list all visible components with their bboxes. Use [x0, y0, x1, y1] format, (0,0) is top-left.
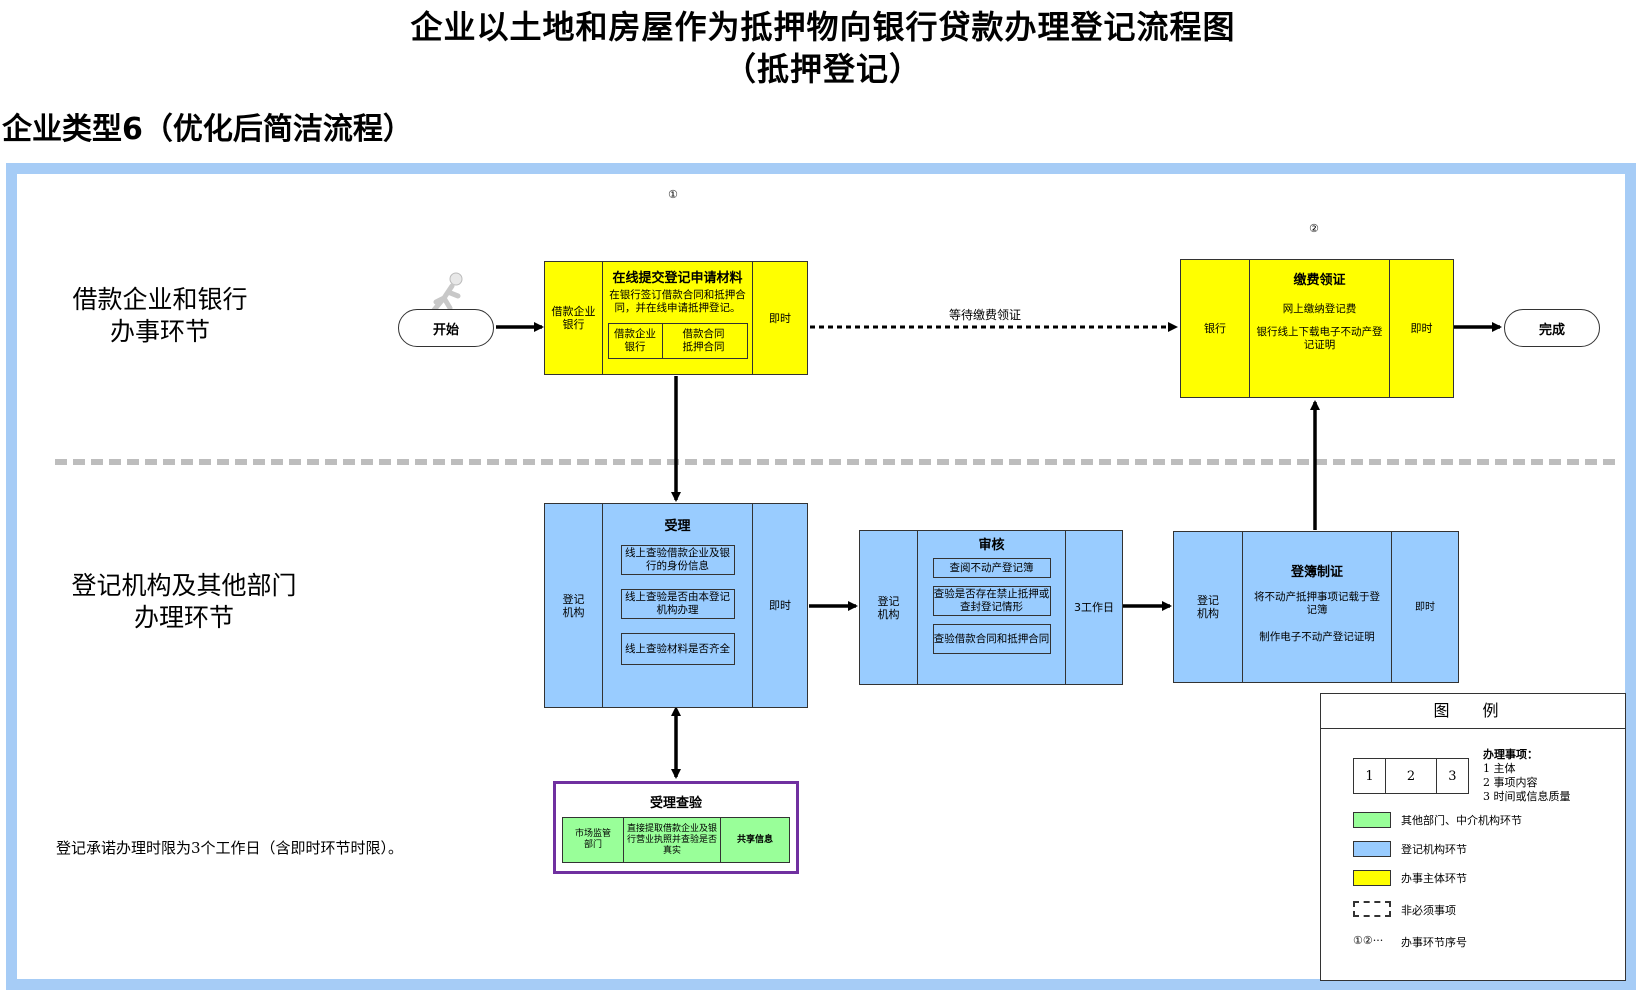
- step-accept-check: 受理查验 市场监管部门 直接提取借款企业及银行营业执照并查验是否真实 共享信息: [553, 781, 799, 874]
- accept-time: 即时: [769, 599, 791, 612]
- step1-heading: 在线提交登记申请材料: [612, 271, 743, 286]
- section-title: 企业类型6（优化后简洁流程）: [2, 112, 413, 147]
- lane-divider: [55, 459, 1615, 465]
- legend-items-heading: 办理事项：: [1483, 748, 1538, 761]
- legend-swatch-dashed: [1353, 901, 1391, 917]
- legend-cell-2: 2: [1386, 759, 1437, 793]
- step1-subject: 借款企业银行: [545, 262, 603, 374]
- review-item-prohibition: 查验是否存在禁止抵押或查封登记情形: [932, 586, 1051, 616]
- check-share-info: 共享信息: [736, 834, 773, 845]
- legend-label-dashed: 非必须事项: [1401, 904, 1456, 917]
- legend-label-blue: 登记机构环节: [1401, 843, 1467, 856]
- step1-text: 在银行签订借款合同和抵押合同，并在线申请抵押登记。: [609, 289, 746, 314]
- time-limit-note: 登记承诺办理时限为3个工作日（含即时环节时限）。: [56, 839, 404, 857]
- runner-icon: [431, 272, 463, 312]
- step-marker-1: ①: [668, 188, 678, 201]
- legend-swatch-yellow: [1353, 870, 1391, 886]
- page-title: 企业以土地和房屋作为抵押物向银行贷款办理登记流程图: [410, 8, 1236, 46]
- end-node: 完成: [1504, 309, 1600, 347]
- review-subject: 登记机构: [860, 531, 918, 684]
- register-content: 登簿制证 将不动产抵押事项记载于登记簿 制作电子不动产登记证明: [1243, 532, 1392, 682]
- check-heading: 受理查验: [649, 796, 702, 811]
- register-heading: 登簿制证: [1290, 565, 1343, 580]
- step1-inner-table: 借款企业银行 借款合同抵押合同: [607, 323, 748, 359]
- step1-inner-contracts: 借款合同抵押合同: [682, 328, 725, 353]
- review-time: 3工作日: [1074, 601, 1114, 614]
- review-content: 审核 查阅不动产登记簿 查验是否存在禁止抵押或查封登记情形 查验借款合同和抵押合…: [918, 531, 1066, 684]
- accept-item-materials: 线上查验材料是否齐全: [620, 633, 735, 665]
- accept-subject: 登记机构: [545, 504, 603, 707]
- pay-heading: 缴费领证: [1293, 273, 1346, 288]
- step1-inner-parties: 借款企业银行: [609, 324, 663, 358]
- legend-label-yellow: 办事主体环节: [1401, 872, 1467, 885]
- review-item-register-book: 查阅不动产登记簿: [932, 558, 1051, 578]
- pay-time: 即时: [1410, 322, 1433, 335]
- accept-heading: 受理: [664, 519, 691, 534]
- step-pay-certificate: 银行 缴费领证 网上缴纳登记费 银行线上下载电子不动产登记证明 即时: [1180, 259, 1454, 398]
- pay-line2: 银行线上下载电子不动产登记证明: [1256, 326, 1383, 351]
- wait-label: 等待缴费领证: [948, 308, 1021, 322]
- step-marker-2: ②: [1309, 222, 1319, 235]
- accept-item-identity: 线上查验借款企业及银行的身份信息: [620, 545, 735, 575]
- step-accept: 登记机构 受理 线上查验借款企业及银行的身份信息 线上查验是否由本登记机构办理 …: [544, 503, 808, 708]
- step-register: 登记机构 登簿制证 将不动产抵押事项记载于登记簿 制作电子不动产登记证明 即时: [1173, 531, 1459, 683]
- lane-label-registry: 登记机构及其他部门办理环节: [71, 571, 297, 632]
- register-subject: 登记机构: [1174, 532, 1243, 682]
- legend-title: 图 例: [1321, 694, 1625, 729]
- accept-content: 受理 线上查验借款企业及银行的身份信息 线上查验是否由本登记机构办理 线上查验材…: [603, 504, 753, 707]
- step1-content: 在线提交登记申请材料 在银行签订借款合同和抵押合同，并在线申请抵押登记。 借款企…: [603, 262, 753, 374]
- legend-item-time: 3 时间或信息质量: [1483, 790, 1571, 803]
- register-line1: 将不动产抵押事项记载于登记簿: [1254, 591, 1380, 616]
- legend-cell-1: 1: [1354, 759, 1387, 793]
- legend-item-content: 2 事项内容: [1483, 776, 1538, 789]
- legend-label-circles: 办事环节序号: [1401, 936, 1467, 949]
- step-review: 登记机构 审核 查阅不动产登记簿 查验是否存在禁止抵押或查封登记情形 查验借款合…: [859, 530, 1123, 685]
- lane-label-applicant: 借款企业和银行办事环节: [72, 285, 248, 346]
- pay-line1: 网上缴纳登记费: [1282, 303, 1357, 315]
- review-item-contracts: 查验借款合同和抵押合同: [932, 624, 1051, 654]
- legend-cells: 1 2 3: [1353, 758, 1469, 794]
- legend-cell-3: 3: [1448, 768, 1457, 784]
- register-time: 即时: [1415, 601, 1435, 613]
- step1-time: 即时: [769, 311, 791, 325]
- pay-subject: 银行: [1181, 260, 1250, 397]
- legend-items: 办理事项： 1 主体 2 事项内容 3 时间或信息质量: [1483, 748, 1571, 804]
- accept-item-jurisdiction: 线上查验是否由本登记机构办理: [620, 589, 735, 619]
- pay-content: 缴费领证 网上缴纳登记费 银行线上下载电子不动产登记证明: [1250, 260, 1390, 397]
- step-online-submit: 借款企业银行 在线提交登记申请材料 在银行签订借款合同和抵押合同，并在线申请抵押…: [544, 261, 808, 375]
- legend-item-subject: 1 主体: [1483, 762, 1516, 775]
- legend: 图 例 1 2 3 办理事项： 1 主体 2 事项内容 3 时间或信息质量 其他…: [1320, 693, 1626, 981]
- check-market-dept: 市场监管部门: [563, 818, 624, 862]
- page-subtitle: （抵押登记）: [723, 50, 922, 88]
- start-node: 开始: [398, 309, 494, 347]
- legend-swatch-green: [1353, 812, 1391, 828]
- diagram-frame: [6, 163, 1636, 990]
- check-row: 市场监管部门 直接提取借款企业及银行营业执照并查验是否真实 共享信息: [562, 817, 790, 863]
- register-line2: 制作电子不动产登记证明: [1259, 631, 1375, 643]
- check-license-verify: 直接提取借款企业及银行营业执照并查验是否真实: [624, 818, 721, 862]
- legend-symbol-circles: ①②···: [1353, 934, 1384, 947]
- legend-label-green: 其他部门、中介机构环节: [1401, 814, 1522, 827]
- legend-swatch-blue: [1353, 841, 1391, 857]
- review-heading: 审核: [978, 538, 1005, 553]
